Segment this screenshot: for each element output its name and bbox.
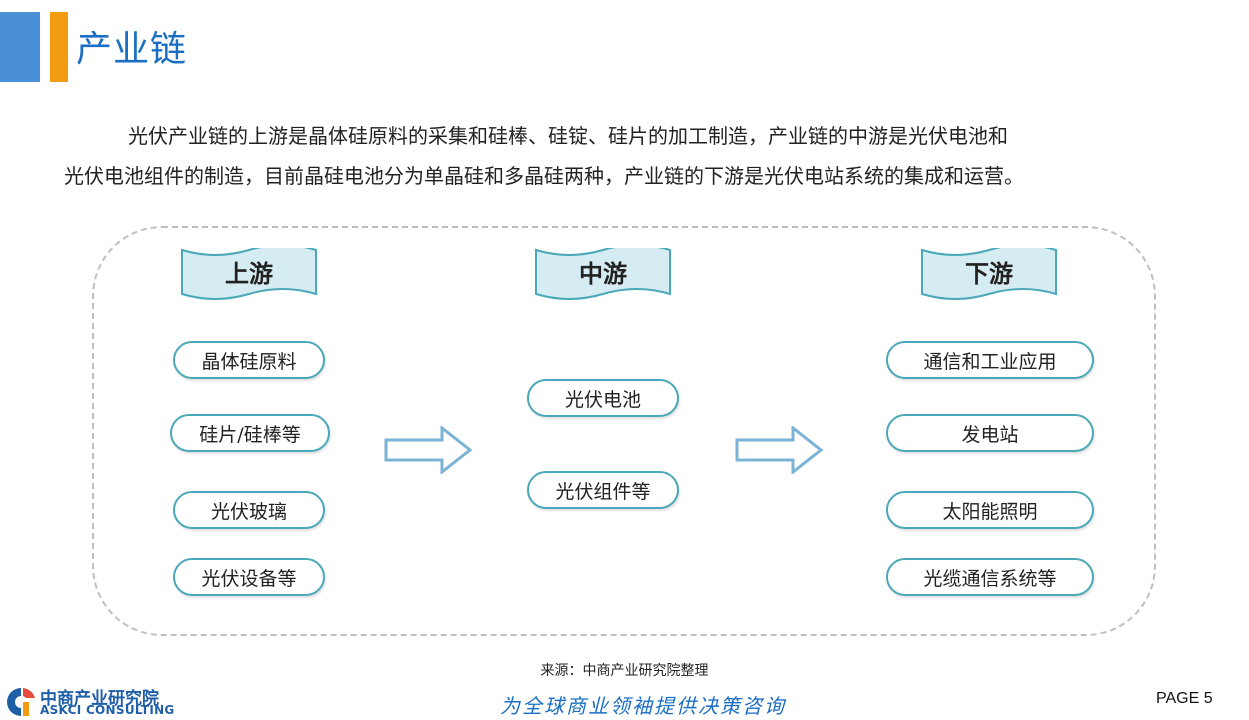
upstream-item: 光伏玻璃 [173, 491, 325, 529]
page-title: 产业链 [76, 29, 188, 70]
midstream-item: 光伏电池 [527, 379, 679, 417]
downstream-label: 下游 [965, 259, 1013, 288]
upstream-banner: 上游 [180, 248, 318, 302]
midstream-banner: 中游 [534, 248, 672, 302]
askci-logo: 中商产业研究院 ASKCI CONSULTING [6, 684, 186, 718]
midstream-label: 中游 [579, 259, 627, 288]
banner-shape-icon [535, 248, 671, 300]
upstream-item: 硅片/硅棒等 [170, 414, 330, 452]
title-accent-bar-orange [50, 12, 68, 82]
right-arrow-icon [735, 426, 824, 474]
title-accent-bar-blue [0, 12, 40, 82]
banner-shape-icon [181, 248, 317, 300]
source-note: 来源：中商产业研究院整理 [540, 663, 709, 679]
intro-line-1: 光伏产业链的上游是晶体硅原料的采集和硅棒、硅锭、硅片的加工制造，产业链的中游是光… [128, 124, 1008, 148]
downstream-banner: 下游 [920, 248, 1058, 302]
right-arrow-icon [384, 426, 473, 474]
upstream-item: 光伏设备等 [173, 558, 325, 596]
banner-shape-icon [921, 248, 1057, 300]
downstream-item: 通信和工业应用 [886, 341, 1094, 379]
downstream-item: 发电站 [886, 414, 1094, 452]
slogan: 为全球商业领袖提供决策咨询 [500, 694, 786, 718]
logo-text-cn: 中商产业研究院 [40, 689, 159, 709]
downstream-item: 光缆通信系统等 [886, 558, 1094, 596]
askci-logo-icon [7, 688, 35, 716]
downstream-item: 太阳能照明 [886, 491, 1094, 529]
intro-line-2: 光伏电池组件的制造，目前晶硅电池分为单晶硅和多晶硅两种，产业链的下游是光伏电站系… [64, 164, 1024, 188]
logo-text-en: ASKCI CONSULTING [40, 703, 175, 717]
intro-paragraph: 光伏产业链的上游是晶体硅原料的采集和硅棒、硅锭、硅片的加工制造，产业链的中游是光… [64, 116, 1224, 196]
midstream-item: 光伏组件等 [527, 471, 679, 509]
page-number: PAGE 5 [1156, 690, 1213, 707]
industry-chain-frame [92, 226, 1156, 636]
upstream-item: 晶体硅原料 [173, 341, 325, 379]
upstream-label: 上游 [225, 259, 273, 288]
